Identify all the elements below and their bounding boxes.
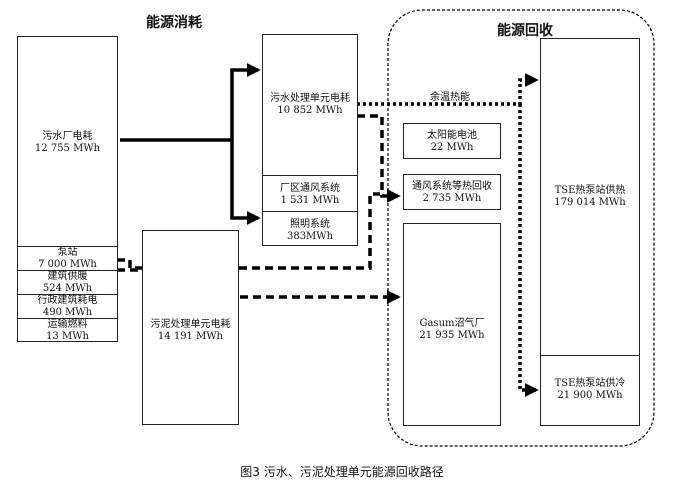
pump-station-cell: 泵站 7 000 MWh: [18, 246, 117, 271]
admin-building-cell: 行政建筑耗电 490 MWh: [18, 294, 117, 319]
tse-box: TSE热泵站供热 179 014 MWh TSE热泵站供冷 21 900 MWh: [540, 38, 640, 426]
lighting-title: 照明系统: [290, 219, 330, 230]
arrow-tse-down-to-cool: [518, 104, 539, 397]
wastewater-unit-value: 10 852 MWh: [277, 105, 343, 116]
fuel-title: 运输燃料: [47, 319, 88, 330]
pump-station-title: 泵站: [57, 247, 78, 258]
sludge-unit-value: 14 191 MWh: [157, 331, 224, 342]
pump-station-value: 7 000 MWh: [38, 259, 97, 270]
tse-heat-value: 179 014 MWh: [554, 197, 626, 208]
lighting-cell: 照明系统 383MWh: [263, 211, 357, 245]
waste-heat-label: 余温热能: [430, 92, 470, 103]
vent-heat-title: 通风系统等热回收: [412, 181, 492, 192]
arrow-plant-to-wastewater: [120, 63, 261, 142]
wastewater-unit-box: 污水处理单元电耗 10 852 MWh 厂区通风系统 1 531 MWh 照明系…: [262, 34, 358, 246]
admin-building-title: 行政建筑耗电: [37, 295, 98, 306]
plant-power-box: 污水厂电耗 12 755 MWh 泵站 7 000 MWh 建筑供暖 524 M…: [17, 36, 118, 342]
recovery-region: [387, 9, 655, 447]
recovery-header: 能源回收: [497, 23, 553, 39]
fuel-cell: 运输燃料 13 MWh: [18, 318, 117, 343]
tse-heat-title: TSE热泵站供热: [554, 185, 626, 196]
sludge-unit-box: 污泥处理单元电耗 14 191 MWh: [142, 230, 239, 425]
consumption-header: 能源消耗: [146, 15, 202, 31]
solar-value: 22 MWh: [430, 142, 474, 153]
solar-box: 太阳能电池 22 MWh: [403, 123, 501, 159]
ventilation-cell: 厂区通风系统 1 531 MWh: [263, 175, 357, 212]
gasum-box: Gasum沼气厂 21 935 MWh: [403, 223, 501, 426]
tse-cool-value: 21 900 MWh: [557, 390, 623, 401]
arrow-wasteheat-to-tse: [357, 73, 539, 106]
vent-heat-box: 通风系统等热回收 2 735 MWh: [403, 174, 501, 210]
arrow-plant-to-lighting: [230, 140, 261, 225]
gasum-title: Gasum沼气厂: [419, 318, 485, 329]
tse-cool-cell: TSE热泵站供冷 21 900 MWh: [541, 355, 639, 425]
arrow-wastewater-to-ventheat: [357, 114, 401, 203]
wastewater-unit-title: 污水处理单元电耗: [270, 93, 350, 104]
ventilation-value: 1 531 MWh: [280, 195, 340, 206]
sludge-unit-title: 污泥处理单元电耗: [150, 319, 231, 330]
solar-title: 太阳能电池: [427, 130, 477, 141]
building-heat-cell: 建筑供暖 524 MWh: [18, 270, 117, 295]
figure-caption: 图3 污水、污泥处理单元能源回收路径: [240, 465, 444, 479]
vent-heat-value: 2 735 MWh: [422, 193, 482, 204]
lighting-value: 383MWh: [286, 231, 334, 242]
admin-building-value: 490 MWh: [42, 307, 93, 318]
plant-power-title: 污水厂电耗: [42, 131, 93, 142]
ventilation-title: 厂区通风系统: [280, 183, 340, 194]
building-heat-title: 建筑供暖: [47, 271, 88, 282]
plant-power-value: 12 755 MWh: [34, 143, 101, 154]
tse-cool-title: TSE热泵站供冷: [554, 378, 626, 389]
building-heat-value: 524 MWh: [42, 283, 93, 294]
fuel-value: 13 MWh: [46, 331, 89, 342]
gasum-value: 21 935 MWh: [419, 330, 485, 341]
